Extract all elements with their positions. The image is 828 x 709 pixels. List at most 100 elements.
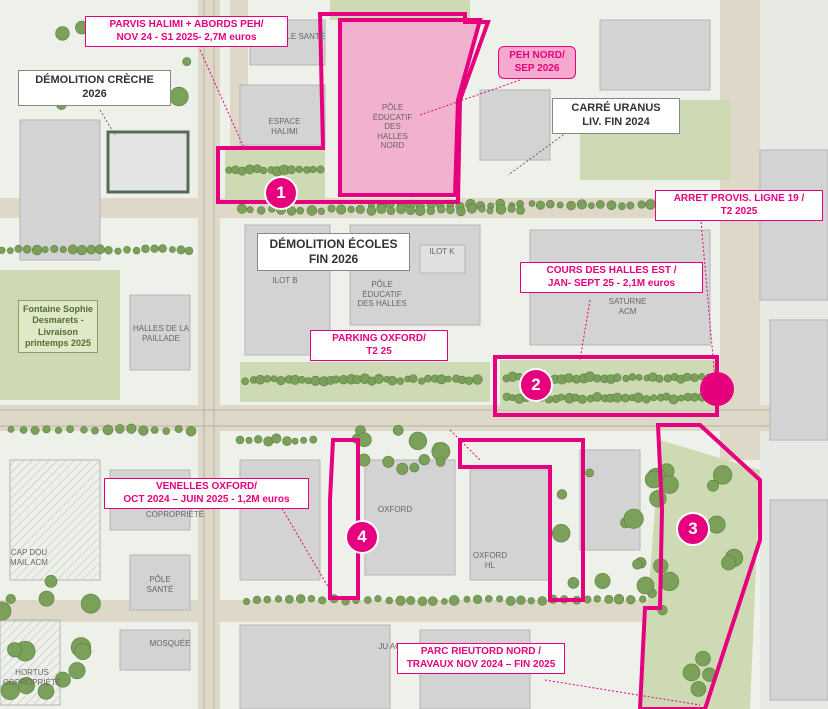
tree: [472, 594, 483, 604]
building-pole-sante-bottom: PÔLE SANTÉ: [146, 575, 174, 594]
tree: [376, 203, 387, 214]
tree: [698, 373, 706, 381]
tree: [659, 571, 680, 592]
tree: [17, 677, 35, 695]
tree: [80, 426, 88, 434]
label-parvis-halimi-line1: PARVIS HALIMI + ABORDS PEH/: [109, 19, 264, 30]
building-cap-dou-mail: CAP DOU MAIL ACM: [10, 548, 48, 567]
tree: [551, 524, 571, 543]
building-espace-halimi: ESPACE HALIMI: [268, 117, 301, 136]
tree: [80, 593, 101, 614]
trees: [0, 18, 744, 701]
tree: [557, 393, 565, 401]
tree: [364, 596, 372, 604]
tree: [395, 595, 406, 606]
tree: [44, 575, 58, 588]
tree: [464, 376, 474, 385]
tree: [418, 454, 430, 466]
tree: [485, 595, 493, 603]
tree: [435, 457, 446, 467]
tree: [406, 206, 415, 215]
tree: [256, 206, 266, 215]
tree: [184, 246, 194, 256]
tree: [309, 165, 317, 174]
tree: [556, 489, 568, 500]
tree: [636, 576, 655, 595]
tree: [374, 595, 382, 603]
tree: [236, 203, 247, 214]
tree: [246, 206, 254, 214]
tree: [446, 205, 455, 215]
tree: [621, 393, 630, 403]
marker-4[interactable]: 4: [345, 520, 379, 554]
tree: [408, 374, 418, 383]
tree: [285, 595, 294, 604]
tree: [594, 573, 611, 589]
tree: [114, 247, 122, 255]
tree: [282, 436, 292, 446]
label-peh-nord-line2: SEP 2026: [514, 62, 560, 74]
tree: [30, 426, 40, 435]
building-pole-educatif-halles: PÔLE ÉDUCATIF DES HALLES: [357, 280, 407, 309]
building-ilot-k: ILOT K: [429, 247, 455, 256]
building-halles-paillade: HALLES DE LA PAILLADE: [132, 324, 190, 343]
tree: [537, 596, 547, 606]
tree: [466, 203, 477, 214]
tree: [169, 86, 189, 107]
label-demolition-creche-line2: 2026: [82, 87, 107, 100]
label-venelles-oxford: VENELLES OXFORD/ OCT 2024 – JUIN 2025 - …: [104, 478, 309, 509]
tree: [478, 205, 486, 213]
tree: [396, 462, 409, 475]
zone-venelles-oxford: [328, 438, 360, 600]
building-mosquee: MOSQUÉE: [149, 639, 191, 648]
tree: [424, 374, 432, 383]
tree: [583, 595, 592, 604]
tree: [306, 205, 318, 216]
tree: [245, 436, 253, 444]
tree: [396, 204, 407, 215]
tree: [576, 199, 587, 210]
tree: [637, 200, 646, 209]
tree: [456, 206, 466, 217]
tree: [332, 375, 341, 384]
tree: [0, 246, 6, 254]
tree: [585, 468, 594, 478]
label-parc-rieutord: PARC RIEUTORD NORD / TRAVAUX NOV 2024 – …: [397, 643, 565, 674]
tree: [366, 206, 377, 216]
tree: [235, 435, 245, 445]
label-parc-rieutord-line1: PARC RIEUTORD NORD /: [420, 646, 542, 657]
tree: [252, 595, 261, 604]
tree: [428, 596, 438, 606]
tree: [622, 374, 630, 383]
tree: [374, 373, 384, 384]
tree: [495, 204, 507, 215]
tree: [592, 392, 602, 402]
label-venelles-oxford-line2: OCT 2024 – JUIN 2025 - 1,2M euros: [123, 493, 290, 505]
marker-2[interactable]: 2: [519, 368, 553, 402]
marker-3[interactable]: 3: [676, 512, 710, 546]
label-cours-halles-line1: COURS DES HALLES EST /: [546, 265, 677, 276]
tree: [396, 377, 405, 385]
tree: [132, 246, 141, 255]
marker-1[interactable]: 1: [264, 176, 298, 210]
tree: [507, 204, 516, 213]
tree: [67, 244, 78, 255]
tree: [556, 201, 564, 209]
tree: [317, 207, 326, 215]
building-pole-sante-top: PÔLE SANTÉ: [274, 32, 326, 41]
tree: [274, 595, 283, 603]
label-demolition-ecoles-line2: FIN 2026: [308, 252, 359, 266]
tree: [707, 515, 726, 534]
tree: [690, 373, 699, 383]
tree: [59, 245, 67, 253]
tree: [19, 426, 28, 434]
tree: [286, 165, 296, 175]
tree: [276, 375, 286, 386]
tree: [496, 595, 504, 603]
tree: [545, 200, 555, 209]
tree: [22, 244, 32, 254]
tree: [387, 375, 398, 386]
tree: [91, 426, 99, 435]
tree: [141, 244, 150, 254]
